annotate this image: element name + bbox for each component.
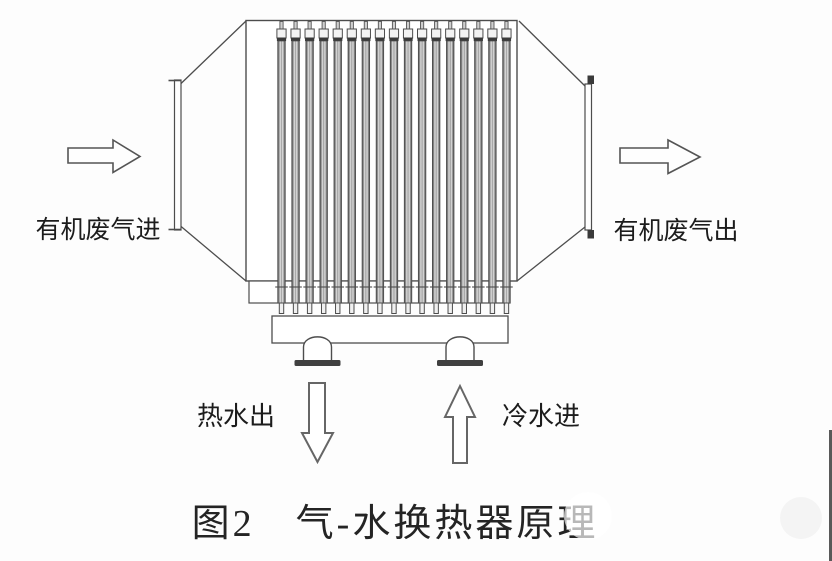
figure-caption: 图2 气-水换热器原理 [192,503,599,545]
gas-out-arrow-icon [619,138,702,175]
gas-in-label: 有机废气进 [35,216,160,244]
hot-water-down-arrow-icon [300,382,335,465]
tube [500,21,513,314]
tube [289,21,302,314]
tube [373,21,387,314]
hot-water-out-label: 热水出 [197,402,275,431]
tube [472,21,485,314]
cold-water-nozzle-flange [437,360,483,366]
tube [486,21,499,314]
tube [331,21,345,314]
tube [387,21,401,314]
outlet-flange [584,83,593,231]
inlet-diffuser [168,20,247,282]
tube-bundle [275,21,513,314]
outlet-diffuser [516,20,594,282]
tube [429,21,443,314]
tube [401,21,415,314]
tube [345,21,359,314]
tube [275,21,288,314]
inlet-flange [173,79,182,231]
gas-out-label: 有机废气出 [613,217,738,245]
gas-in-arrow-icon [67,138,142,174]
hot-water-nozzle-flange [294,360,341,366]
hot-water-nozzle [294,336,341,366]
watermark-blob [564,492,612,540]
tube [303,21,316,314]
cold-water-nozzle [437,336,483,366]
cold-water-in-label: 冷水进 [502,402,580,431]
cold-water-up-arrow-icon [443,383,477,464]
tube [415,21,429,314]
watermark-blob-corner [780,497,822,539]
image-edge-artifact [829,430,832,561]
tube [317,21,330,314]
tube [359,21,373,314]
tube [457,21,471,314]
tube [443,21,457,314]
